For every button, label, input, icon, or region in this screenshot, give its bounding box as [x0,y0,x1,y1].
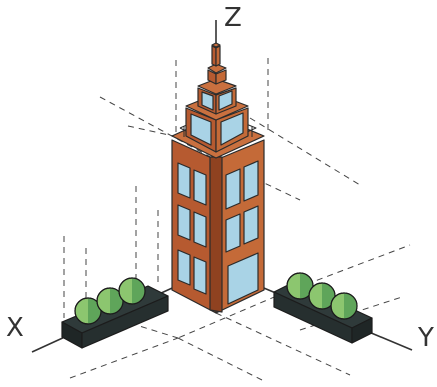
tower-left-windows [177,162,207,295]
tower-corner-column [209,156,223,313]
planter-right [273,272,373,344]
planter-left [61,277,169,349]
x-axis-label: X [6,313,24,343]
z-axis-label: Z [224,3,242,33]
entrance-door [227,252,259,305]
shrub-row-right [286,272,358,320]
planter-left-side [81,295,169,349]
skyscraper [171,42,265,314]
tower-right-windows [225,160,259,253]
y-axis-label: Y [417,323,434,353]
shrub-row-left [74,277,146,325]
planter-right-side [351,317,373,344]
spire-right [215,45,221,67]
spire-base-right [215,69,227,85]
